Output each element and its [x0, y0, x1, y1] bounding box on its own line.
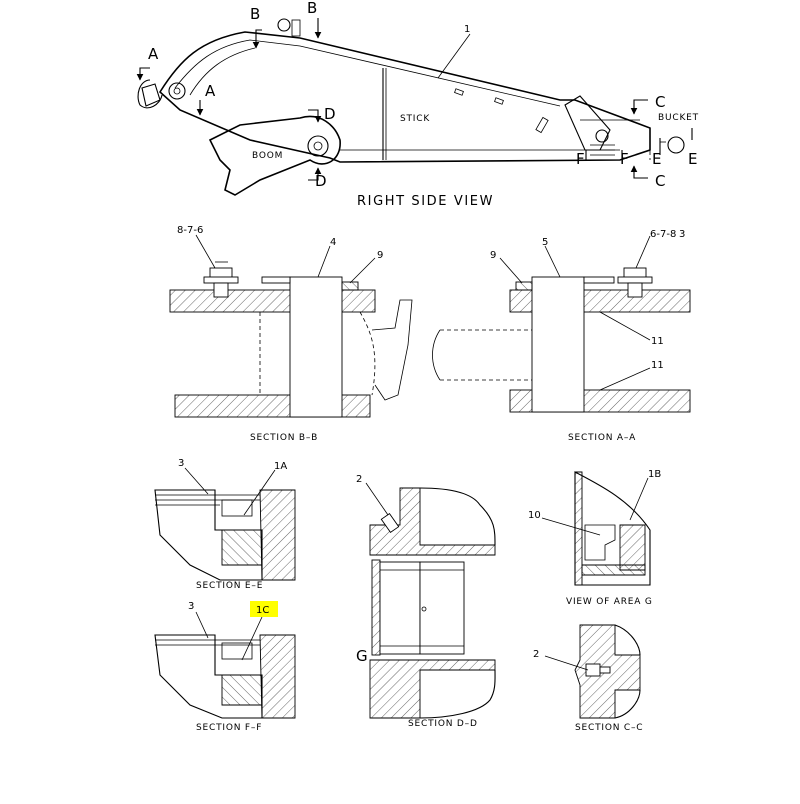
boom-label: BOOM — [252, 151, 283, 161]
section-aa: 9 5 6-7-8 3 11 11 SECTION A–A — [432, 229, 691, 443]
section-letter-a1: A — [148, 45, 159, 63]
bucket-label: BUCKET — [658, 113, 699, 123]
cc-title: SECTION C–C — [575, 723, 643, 733]
section-letter-b2: B — [307, 0, 317, 17]
stick-label: STICK — [400, 114, 430, 124]
bb-callout-pin: 4 — [330, 237, 336, 248]
section-letter-f1: F — [576, 150, 585, 168]
section-letter-e2: E — [688, 150, 697, 168]
stick-outline — [158, 31, 651, 163]
section-arrows: A A B B D D F F C C E E — [136, 0, 697, 190]
dd-callout-fitting: 2 — [356, 474, 362, 485]
section-ff: 3 1C SECTION F–F — [154, 601, 296, 733]
bb-callout-shim: 9 — [377, 250, 383, 261]
aa-callout-shim: 9 — [490, 250, 496, 261]
ee-title: SECTION E–E — [196, 581, 263, 591]
dd-view-letter: G — [356, 647, 368, 665]
section-letter-d2: D — [315, 172, 327, 190]
aa-title: SECTION A–A — [568, 433, 636, 443]
ee-callout-part: 3 — [178, 458, 184, 469]
ff-callout-seal: 1C — [256, 605, 269, 616]
aa-callout-extra: 3 — [679, 229, 685, 240]
section-letter-b1: B — [250, 5, 260, 23]
aa-callout-bolt: 6-7-8 — [650, 229, 676, 240]
section-bb: 8-7-6 4 9 SECTION B–B — [169, 225, 413, 443]
view-g: 10 1B VIEW OF AREA G — [528, 469, 661, 607]
ff-callout-part: 3 — [188, 601, 194, 612]
ff-seal-highlight — [250, 601, 278, 617]
ff-title: SECTION F–F — [196, 723, 262, 733]
section-letter-c2: C — [655, 172, 665, 190]
cc-callout-fitting: 2 — [533, 649, 539, 660]
section-letter-e1: E — [652, 150, 661, 168]
aa-callout-bush-upper: 11 — [651, 336, 664, 347]
g-callout-seal: 1B — [648, 469, 661, 480]
ee-callout-seal: 1A — [274, 461, 287, 472]
boom-outline — [208, 115, 341, 196]
section-letter-c1: C — [655, 93, 665, 111]
section-letter-f2: F — [620, 150, 629, 168]
pin-5 — [531, 276, 585, 413]
aa-callout-pin: 5 — [542, 237, 548, 248]
callout-1: 1 — [464, 24, 470, 35]
section-letter-d1: D — [324, 105, 336, 123]
bb-title: SECTION B–B — [250, 433, 318, 443]
bb-callout-bolt: 8-7-6 — [177, 225, 203, 236]
g-callout-part: 10 — [528, 510, 541, 521]
section-ee: 3 1A SECTION E–E — [154, 458, 296, 591]
section-dd: 2 G SECTION D–D — [356, 474, 496, 729]
main-view-title: RIGHT SIDE VIEW — [357, 194, 494, 209]
section-letter-a2: A — [205, 82, 216, 100]
aa-callout-bush-lower: 11 — [651, 360, 664, 371]
section-cc: 2 SECTION C–C — [533, 624, 643, 733]
dd-title: SECTION D–D — [408, 719, 478, 729]
pin-4 — [289, 276, 343, 418]
g-title: VIEW OF AREA G — [566, 597, 653, 607]
right-side-view: STICK BOOM BUCKET 1 — [136, 0, 699, 209]
